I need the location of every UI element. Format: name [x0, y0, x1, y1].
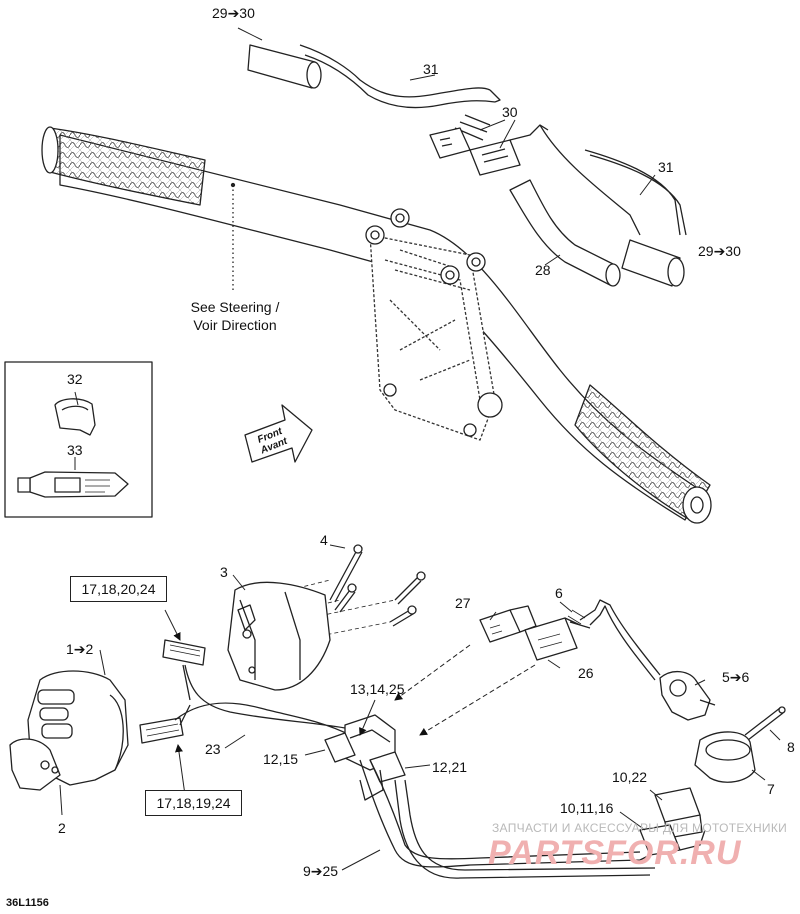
part-33-tube — [29, 471, 129, 498]
cable-31-right — [539, 124, 687, 236]
label-2: 2 — [58, 820, 66, 836]
label-27: 27 — [455, 595, 471, 611]
label-29-30-top: 29➔30 — [212, 5, 255, 21]
module-10-22 — [654, 787, 701, 823]
watermark-tagline: ЗАПЧАСТИ И АКСЕССУАРЫ ДЛЯ МОТОТЕХНИКИ — [492, 821, 788, 835]
label-30: 30 — [502, 104, 518, 120]
heat-tube-top — [247, 44, 316, 89]
see-steering-line2: Voir Direction — [193, 317, 277, 333]
label-7: 7 — [767, 781, 775, 797]
connector-26 — [524, 617, 578, 661]
harness-6 — [579, 599, 661, 681]
label-29-30-right: 29➔30 — [698, 243, 741, 259]
callout-box-17-18-20-24: 17,18,20,24 — [70, 576, 167, 602]
diagram-code: 36L1156 — [6, 897, 49, 909]
connector-30-b — [469, 139, 521, 176]
label-10-22: 10,22 — [612, 769, 648, 785]
label-1-2: 1➔2 — [66, 641, 94, 657]
label-31-right: 31 — [658, 159, 674, 175]
label-23: 23 — [205, 741, 221, 757]
housing-3 — [227, 581, 331, 691]
connector-27 — [479, 609, 521, 643]
main-harness — [359, 759, 661, 879]
see-steering-line1: See Steering / — [190, 299, 280, 315]
callout-box-17-18-19-24: 17,18,19,24 — [145, 790, 242, 816]
label-6: 6 — [555, 585, 563, 601]
label-4: 4 — [320, 532, 328, 548]
connector-lower-left — [139, 717, 184, 744]
watermark-logo-text: PARTSFOR.RU — [488, 834, 742, 872]
label-5-6: 5➔6 — [722, 669, 750, 685]
front-arrow — [244, 404, 313, 463]
label-3: 3 — [220, 564, 228, 580]
label-12-15: 12,15 — [263, 751, 299, 767]
label-28: 28 — [535, 262, 551, 278]
harness-23 — [174, 664, 351, 736]
label-9-25: 9➔25 — [303, 863, 339, 879]
label-31-top: 31 — [423, 61, 439, 77]
bolt-8 — [744, 707, 784, 741]
label-12-21: 12,21 — [432, 759, 468, 775]
module-12-15 — [324, 732, 356, 763]
cable-31-top — [299, 44, 496, 109]
label-8: 8 — [787, 739, 795, 755]
label-32: 32 — [67, 371, 83, 387]
tube-28 — [509, 179, 616, 286]
label-10-11-16: 10,11,16 — [560, 800, 614, 816]
left-grip — [49, 127, 206, 206]
heat-tube-right — [621, 239, 681, 287]
bolts-4 — [329, 544, 426, 627]
label-13-14-25: 13,14,25 — [350, 681, 405, 697]
label-33: 33 — [67, 442, 83, 458]
label-26: 26 — [578, 665, 594, 681]
sensor-5-6 — [659, 671, 711, 721]
see-steering-note: See Steering / Voir Direction — [180, 298, 290, 334]
